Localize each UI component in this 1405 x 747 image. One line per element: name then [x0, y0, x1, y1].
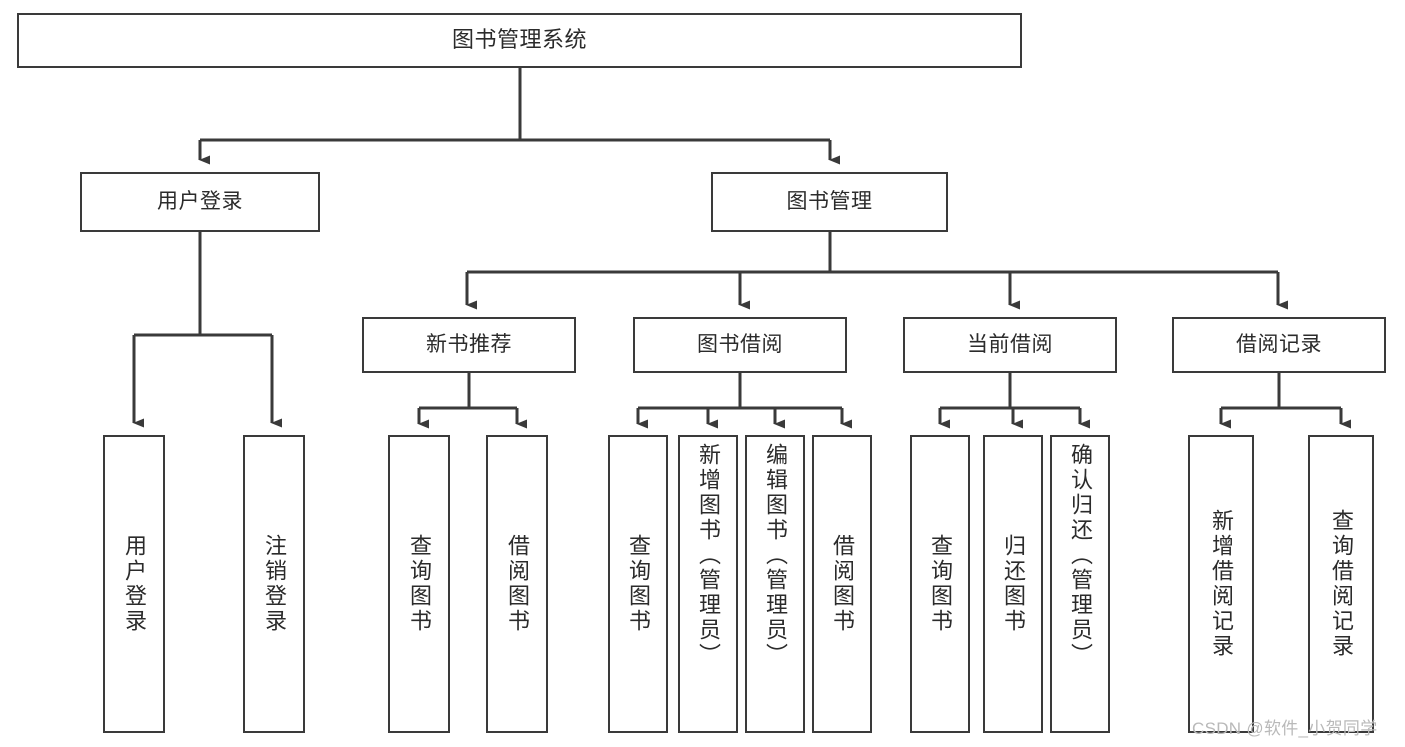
node-leaf-query-record[interactable]: 查询借阅记录 — [1308, 435, 1374, 733]
node-leaf-query-book-2-label: 查询图书 — [626, 534, 651, 634]
node-leaf-return-book[interactable]: 归还图书 — [983, 435, 1043, 733]
node-root-label: 图书管理系统 — [451, 27, 587, 53]
node-leaf-query-book-1-label: 查询图书 — [407, 534, 432, 634]
csdn-watermark: CSDN @软件_小贺同学 — [1192, 719, 1378, 738]
node-user-login[interactable]: 用户登录 — [80, 172, 320, 232]
node-leaf-borrow-book-1[interactable]: 借阅图书 — [486, 435, 548, 733]
node-borrow-record-label: 借阅记录 — [1236, 333, 1322, 357]
node-leaf-confirm-return-label: 确认归还（管理员） — [1068, 443, 1093, 668]
node-book-borrow-label: 图书借阅 — [697, 333, 783, 357]
node-book-management-label: 图书管理 — [786, 190, 873, 214]
node-book-borrow[interactable]: 图书借阅 — [633, 317, 847, 373]
node-leaf-add-record-label: 新增借阅记录 — [1209, 509, 1234, 659]
node-leaf-add-book-admin-label: 新增图书（管理员） — [696, 443, 721, 668]
node-leaf-query-record-label: 查询借阅记录 — [1329, 509, 1354, 659]
node-leaf-user-login[interactable]: 用户登录 — [103, 435, 165, 733]
node-leaf-query-book-3[interactable]: 查询图书 — [910, 435, 970, 733]
node-leaf-query-book-3-label: 查询图书 — [928, 534, 953, 634]
node-leaf-logout-label: 注销登录 — [262, 534, 287, 634]
node-leaf-add-record[interactable]: 新增借阅记录 — [1188, 435, 1254, 733]
node-leaf-logout[interactable]: 注销登录 — [243, 435, 305, 733]
node-new-book-recommend-label: 新书推荐 — [426, 333, 512, 357]
node-leaf-edit-book-admin[interactable]: 编辑图书（管理员） — [745, 435, 805, 733]
node-leaf-borrow-book-1-label: 借阅图书 — [505, 534, 530, 634]
node-borrow-record[interactable]: 借阅记录 — [1172, 317, 1386, 373]
node-leaf-query-book-2[interactable]: 查询图书 — [608, 435, 668, 733]
node-root[interactable]: 图书管理系统 — [17, 13, 1022, 68]
node-leaf-user-login-label: 用户登录 — [122, 534, 147, 634]
node-leaf-borrow-book-2-label: 借阅图书 — [830, 534, 855, 634]
node-leaf-query-book-1[interactable]: 查询图书 — [388, 435, 450, 733]
node-new-book-recommend[interactable]: 新书推荐 — [362, 317, 576, 373]
node-leaf-confirm-return[interactable]: 确认归还（管理员） — [1050, 435, 1110, 733]
node-current-borrow[interactable]: 当前借阅 — [903, 317, 1117, 373]
node-book-management[interactable]: 图书管理 — [711, 172, 948, 232]
node-leaf-return-book-label: 归还图书 — [1001, 534, 1026, 634]
node-user-login-label: 用户登录 — [157, 190, 243, 214]
node-leaf-edit-book-admin-label: 编辑图书（管理员） — [763, 443, 788, 668]
node-leaf-add-book-admin[interactable]: 新增图书（管理员） — [678, 435, 738, 733]
node-leaf-borrow-book-2[interactable]: 借阅图书 — [812, 435, 872, 733]
node-current-borrow-label: 当前借阅 — [967, 333, 1053, 357]
